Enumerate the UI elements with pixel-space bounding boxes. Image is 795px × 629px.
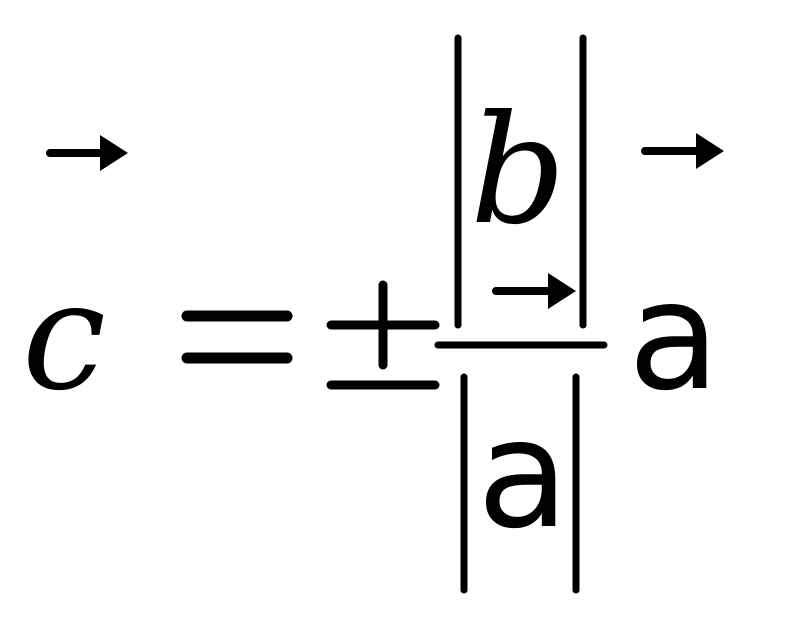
- plus-minus-sign: [326, 280, 440, 390]
- lhs-variable: c: [22, 250, 106, 424]
- denominator-variable: a: [477, 388, 569, 562]
- equals-sign: [181, 310, 293, 364]
- vector-arrow-icon: [46, 135, 128, 171]
- trailing-variable: a: [628, 250, 720, 424]
- vector-arrow-icon: [641, 133, 724, 169]
- vector-arrow-icon: [492, 273, 576, 309]
- numerator-abs-bars: [454, 34, 587, 329]
- denominator-abs-bars: [460, 373, 580, 594]
- numerator-variable: b: [470, 84, 566, 258]
